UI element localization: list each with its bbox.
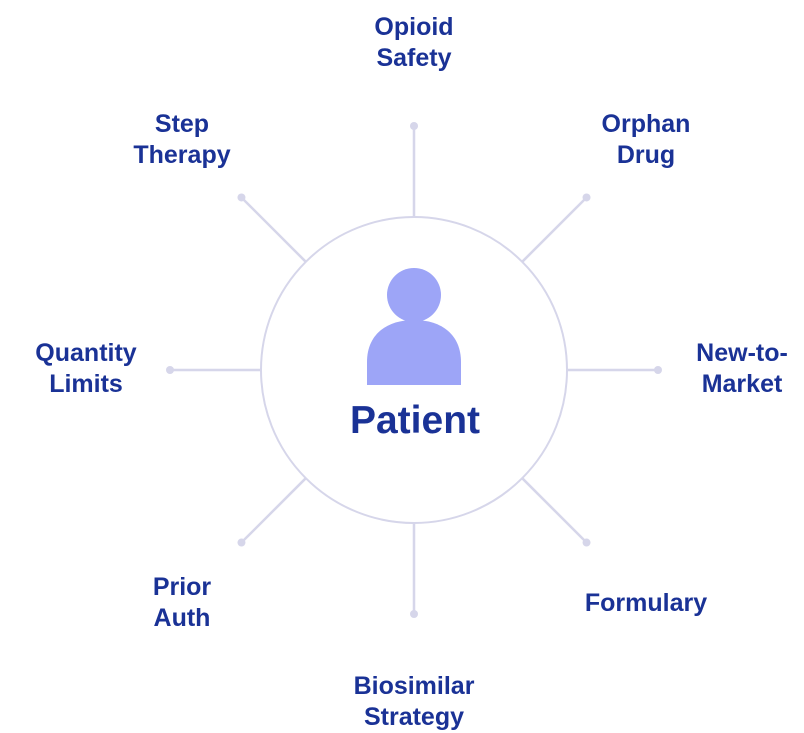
connector-line-prior-auth <box>240 477 307 544</box>
connector-dot-step-therapy <box>237 193 246 202</box>
connector-dot-new-to-market <box>654 366 662 374</box>
node-label-line: Orphan <box>601 110 691 138</box>
connector-dot-formulary <box>582 538 591 547</box>
node-label-line: Biosimilar <box>353 672 475 700</box>
node-label-line: Limits <box>49 370 123 398</box>
user-icon <box>367 268 461 385</box>
node-label-line: Market <box>701 370 783 398</box>
connector-line-orphan-drug <box>521 196 588 263</box>
connector-dot-orphan-drug <box>582 193 591 202</box>
center-label-patient: Patient <box>349 399 481 442</box>
node-label-line: Prior <box>152 573 212 601</box>
node-label-line: Strategy <box>363 703 465 731</box>
center-circle <box>260 216 568 524</box>
node-label-line: New-to- <box>696 339 788 367</box>
connector-dot-opioid-safety <box>410 122 418 130</box>
node-label-line: Auth <box>153 604 211 632</box>
node-label-formulary: Formulary <box>546 588 746 619</box>
node-label-line: Therapy <box>133 141 231 169</box>
node-label-line: Formulary <box>584 588 708 617</box>
user-icon-body <box>367 320 461 385</box>
node-label-line: Safety <box>376 44 452 72</box>
node-label-line: Quantity <box>35 339 137 367</box>
node-label-new-to-market: New-to- Market <box>642 338 804 400</box>
node-label-line: Drug <box>616 141 676 169</box>
node-label-line: Opioid <box>374 13 454 41</box>
user-icon-head <box>387 268 441 322</box>
connector-dot-biosimilar-strategy <box>410 610 418 618</box>
connector-dot-prior-auth <box>237 538 246 547</box>
connectors <box>166 122 662 618</box>
connector-line-formulary <box>521 477 588 544</box>
connector-dot-quantity-limits <box>166 366 174 374</box>
node-label-line: Step <box>154 110 210 138</box>
connector-line-step-therapy <box>240 196 307 263</box>
